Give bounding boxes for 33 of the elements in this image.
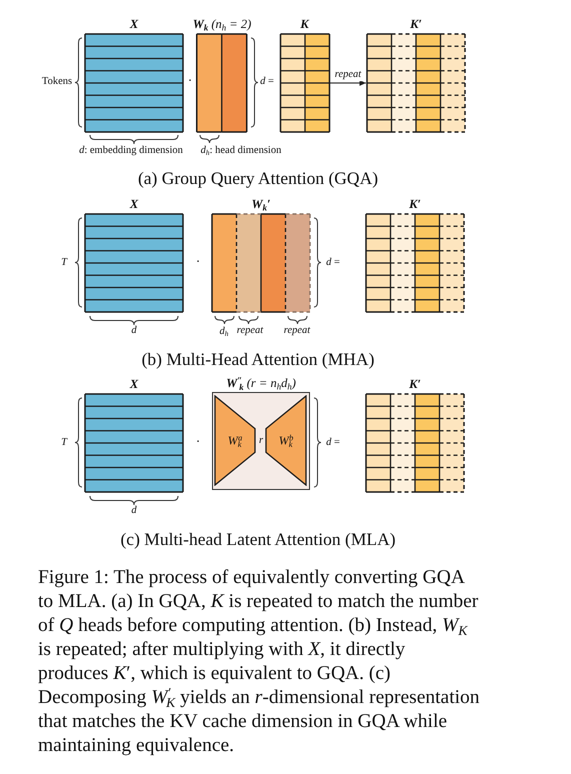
dimension-label: T: [61, 256, 67, 270]
dimension-label: T: [61, 436, 67, 450]
panel-caption: (c) Multi-head Latent Attention (MLA): [120, 528, 396, 550]
multiply-sign: ·: [196, 254, 200, 270]
dimension-label: d =: [326, 436, 340, 450]
dimension-label: repeat: [284, 324, 310, 338]
dimension-label: Tokens: [42, 76, 72, 88]
matrix-label: W$_{k}$ (n$_{h}$ = 2): [192, 17, 252, 31]
arrow: [330, 80, 366, 86]
matrix-label: K′: [410, 17, 422, 31]
matrix-label: W$^{″}$$_{k}$ (r = n$_{h}$d$_{h}$): [226, 376, 296, 390]
matrix-label: K: [300, 17, 309, 31]
matrix-label: X: [130, 17, 138, 31]
dimension-label: d: [131, 324, 137, 338]
multiply-sign: ·: [188, 74, 192, 88]
matrix-label: K′: [409, 197, 421, 211]
dimension-label: repeat: [236, 324, 264, 338]
panel-caption: (a) Group Query Attention (GQA): [138, 168, 378, 188]
matrix-label: K′: [409, 377, 421, 391]
dimension-label: d: [131, 504, 137, 518]
edge-label: repeat: [334, 69, 362, 81]
dimension-label: r: [258, 435, 264, 447]
multiply-sign: ·: [196, 434, 200, 450]
matrix-label: W$_{k}$′: [251, 197, 270, 211]
matrix-label: X: [130, 377, 138, 391]
dimension-label: d$_{h}$: head dimension: [200, 144, 282, 158]
panel-caption: (b) Multi-Head Attention (MHA): [142, 348, 374, 370]
matrix-label: X: [130, 197, 138, 211]
dimension-label: d =: [260, 76, 274, 88]
dimension-label: d =: [326, 256, 340, 270]
dimension-label: d$_{h}$: [220, 326, 228, 338]
dimension-label: d: embedding dimension: [79, 144, 183, 158]
figure-caption: Figure 1: The process of equivalently converting GQA to MLA. (a) In GQA, K is repeated to match the number of Q heads before computing attention. (b) Instead, W$_{K}$ is repeated; after multiplying with X, it directly produces K′, which is equivalent to GQA. (c) Decomposing W$^{′}$$_{K}$ yields an r-dimensional representation that matches the KV cache dimension in GQA while maintaining equivalence.: [38, 566, 480, 758]
